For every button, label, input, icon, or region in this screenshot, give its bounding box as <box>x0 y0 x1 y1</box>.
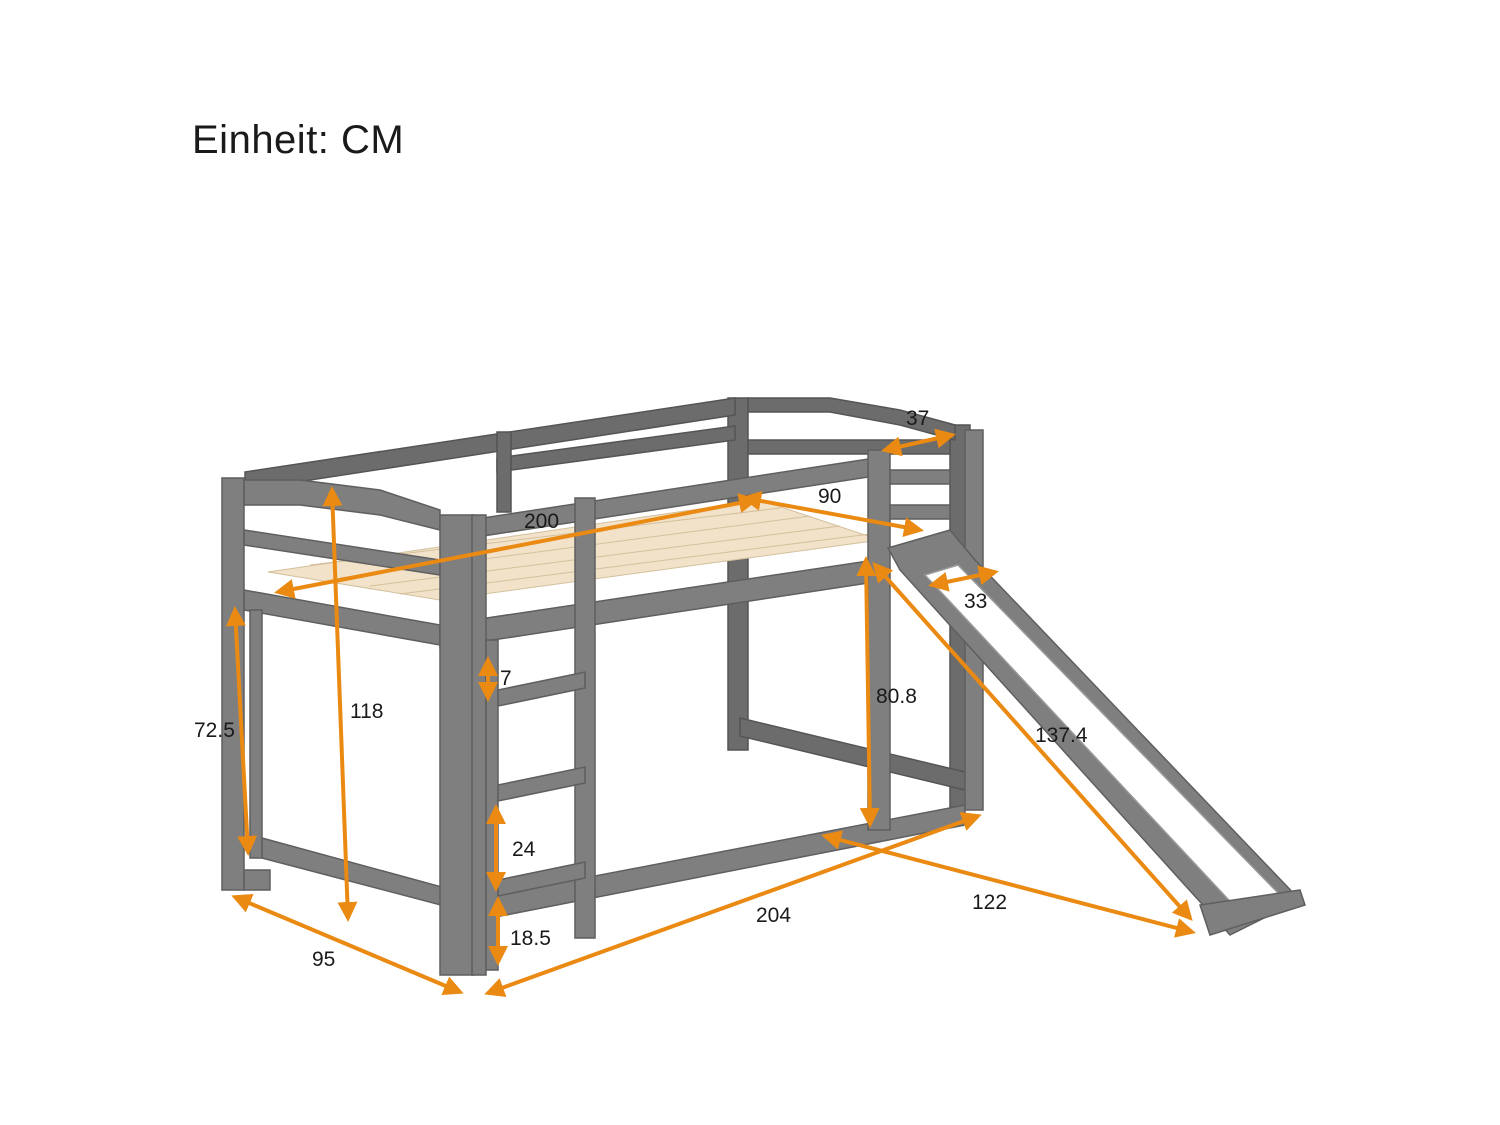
dimension-labels: 200 90 37 33 137.4 118 80.8 72.5 7 24 18… <box>194 407 1088 971</box>
unit-title: Einheit: CM <box>192 118 405 162</box>
label-slide-length: 137.4 <box>1035 724 1088 747</box>
label-height-under-bed: 80.8 <box>876 685 917 708</box>
label-height-leg: 72.5 <box>194 719 235 742</box>
label-depth-bottom: 95 <box>312 948 335 971</box>
label-ladder-step: 24 <box>512 838 536 861</box>
dimension-arrows <box>225 428 1196 997</box>
label-ladder-bottom: 18.5 <box>510 927 551 950</box>
label-slide-reach: 122 <box>972 891 1007 914</box>
label-guard-gap: 37 <box>906 407 929 430</box>
arrow-length-top <box>274 493 759 599</box>
label-length-top: 200 <box>524 510 559 533</box>
label-slide-width: 33 <box>964 590 987 613</box>
arrow-depth-bottom <box>231 894 464 995</box>
arrow-guard-gap <box>881 428 956 457</box>
arrow-height-under-bed <box>856 556 880 828</box>
arrow-height-leg <box>225 606 258 856</box>
arrow-height-total <box>322 486 358 922</box>
arrow-slide-reach <box>821 830 1196 938</box>
label-ladder-top: 7 <box>500 667 512 690</box>
label-width-top: 90 <box>818 485 841 508</box>
label-height-total: 118 <box>350 700 383 723</box>
arrow-width-top <box>741 491 924 537</box>
label-length-bottom: 204 <box>756 904 791 927</box>
